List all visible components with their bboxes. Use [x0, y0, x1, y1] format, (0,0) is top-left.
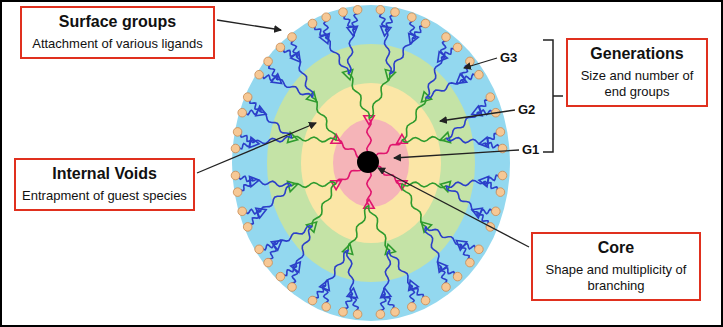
end-group [408, 303, 417, 312]
end-group [231, 144, 240, 153]
end-group [442, 283, 451, 292]
end-group [442, 33, 451, 42]
generations-bracket [543, 40, 563, 152]
callout-box: Surface groupsAttachment of various liga… [20, 6, 215, 59]
branch-line [426, 80, 462, 98]
branch-line [402, 98, 426, 141]
end-group [391, 308, 400, 317]
end-group [475, 245, 484, 254]
branch-line [253, 137, 292, 144]
box-heading: Surface groups [28, 12, 207, 32]
box-heading: Internal Voids [22, 164, 187, 184]
branch-line [369, 205, 390, 250]
end-group [475, 70, 484, 79]
end-group [496, 128, 505, 137]
branch-line [402, 182, 446, 187]
end-group [376, 6, 385, 15]
branch-line [402, 137, 446, 142]
end-group [353, 6, 362, 15]
end-group [466, 57, 475, 66]
end-group [391, 8, 400, 17]
end-group [276, 272, 285, 281]
end-group [238, 207, 247, 216]
branch-line [292, 182, 336, 187]
branch-line [347, 250, 354, 294]
end-group [243, 93, 252, 102]
end-group [353, 310, 362, 319]
branch-line [348, 205, 369, 250]
branch-line [446, 180, 485, 187]
end-group [308, 19, 317, 28]
end-group [276, 43, 285, 52]
branch-point [381, 26, 391, 36]
end-group [421, 296, 430, 305]
end-group [231, 171, 240, 180]
branch-line [277, 226, 313, 244]
branch-line [261, 112, 292, 138]
end-group [322, 13, 331, 22]
branch-line [312, 184, 336, 227]
branch-line [312, 98, 336, 141]
end-group [233, 128, 242, 137]
branch-line [261, 186, 292, 212]
branch-line [390, 250, 413, 286]
callout-box: GenerationsSize and number of end groups [566, 38, 708, 107]
end-group [238, 108, 247, 117]
box-heading: Generations [574, 44, 700, 64]
g1-ring [333, 119, 409, 207]
end-group [255, 245, 264, 254]
branch-line [297, 57, 314, 97]
generation-label: G3 [500, 50, 517, 66]
branch-line [326, 250, 349, 286]
end-group [453, 43, 462, 52]
end-group [243, 223, 252, 232]
end-group [498, 171, 507, 180]
end-group [453, 272, 462, 281]
branch-line [390, 38, 413, 74]
branch-line [402, 184, 426, 227]
g2-ring [301, 83, 441, 243]
branch-line [292, 137, 336, 142]
end-group [496, 188, 505, 197]
end-group [264, 258, 273, 267]
core-dot [357, 151, 379, 173]
end-group [408, 13, 417, 22]
branch-line [446, 186, 477, 212]
end-group [322, 303, 331, 312]
branch-point [347, 288, 357, 298]
g3-ring [267, 44, 475, 282]
end-group [421, 19, 430, 28]
box-heading: Core [539, 238, 693, 258]
end-group [288, 283, 297, 292]
branch-line [425, 226, 442, 266]
dendrimer-branches [231, 6, 507, 319]
end-group [233, 188, 242, 197]
end-group [264, 57, 273, 66]
end-group [255, 70, 264, 79]
branch-line [369, 74, 390, 119]
end-group [339, 8, 348, 17]
generation-label: G1 [522, 142, 539, 158]
box-description: Entrapment of guest species [22, 188, 187, 204]
end-group [339, 308, 348, 317]
branch-line [348, 74, 369, 119]
branch-line [385, 30, 392, 74]
end-group [376, 310, 385, 319]
outer-shell [232, 5, 510, 321]
callout-box: CoreShape and multiplicity of branching [531, 232, 701, 301]
end-group [308, 296, 317, 305]
branch-line [326, 38, 349, 74]
box-description: Attachment of various ligands [28, 36, 207, 52]
end-group [466, 258, 475, 267]
end-group [492, 207, 501, 216]
leader-lines [197, 20, 529, 247]
callout-box: Internal VoidsEntrapment of guest specie… [14, 158, 195, 211]
box-description: Shape and multiplicity of branching [539, 262, 693, 294]
end-group [486, 93, 495, 102]
end-group [288, 33, 297, 42]
box-description: Size and number of end groups [574, 68, 700, 100]
generation-label: G2 [518, 102, 535, 118]
